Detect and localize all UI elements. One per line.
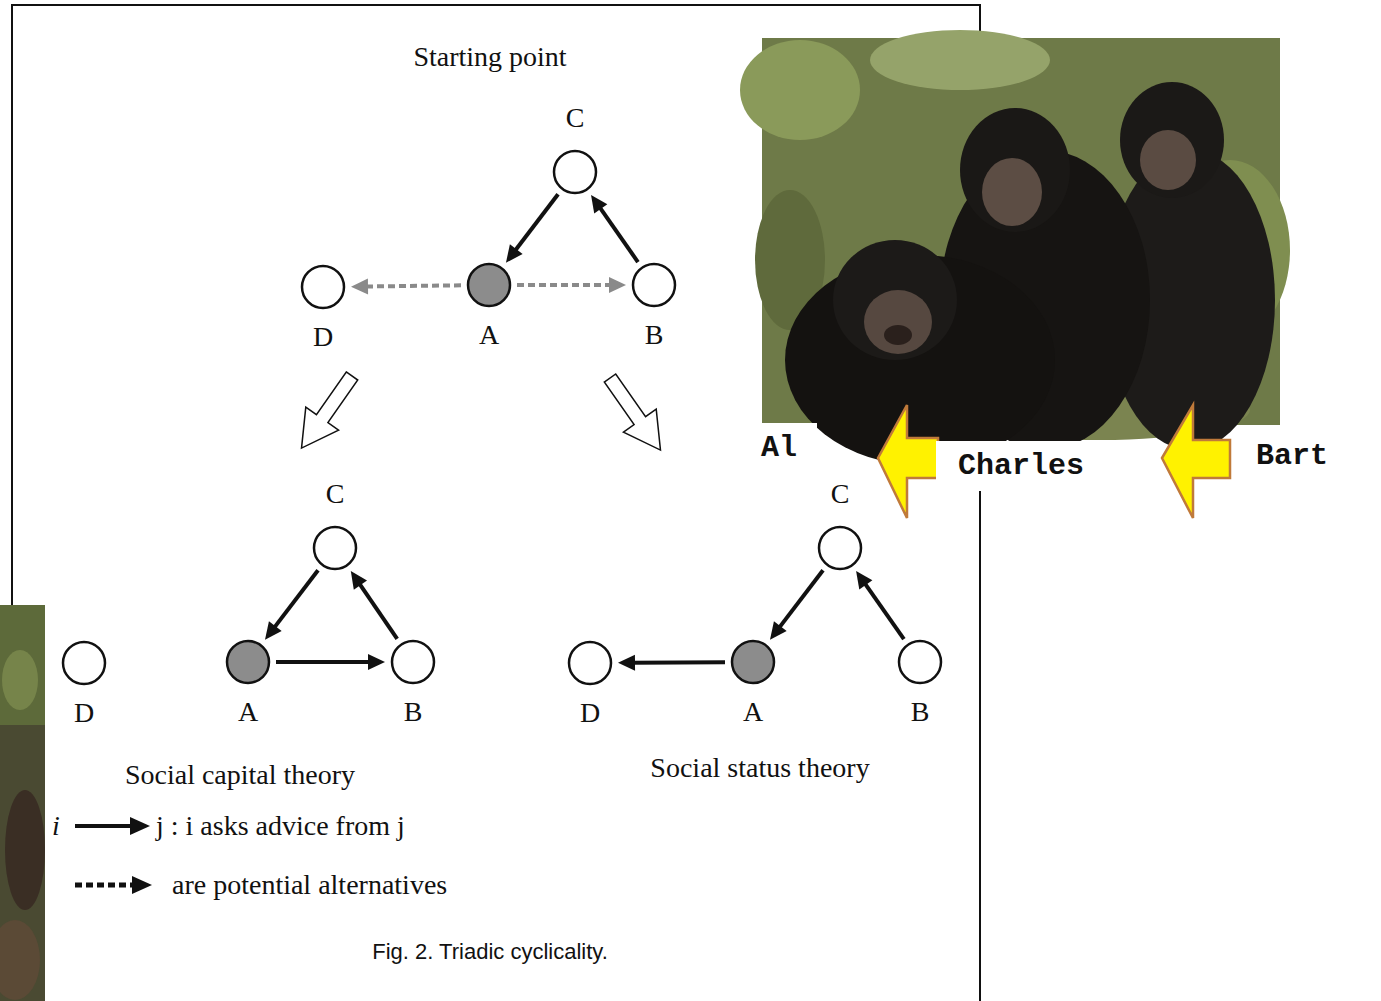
circle-shape (60, 639, 108, 687)
theory-label: Social capital theory (125, 759, 355, 791)
circle-shape (566, 639, 614, 687)
circle-shape (299, 263, 347, 311)
potential-advice-arrow (351, 278, 461, 294)
photo-strip (0, 605, 45, 1001)
node-letter: B (645, 319, 664, 351)
circle-shape (551, 148, 599, 196)
advice-arrow (265, 570, 318, 639)
actor-node: B (624, 261, 684, 351)
actor-node: B (383, 638, 443, 728)
circle-shape (630, 261, 678, 309)
legend-text: j : i asks advice from j (156, 810, 405, 842)
chimp-name: Bart (1234, 431, 1344, 481)
advice-arrow (591, 195, 638, 262)
chimp-name: Al (757, 423, 817, 473)
advice-arrow (351, 571, 397, 639)
node-letter: C (326, 478, 345, 510)
circle-shape (729, 638, 777, 686)
circle-shape (224, 638, 272, 686)
advice-arrow (856, 571, 904, 639)
pointer-arrow (1162, 405, 1230, 518)
actor-node: A (459, 261, 519, 351)
actor-node: B (890, 638, 950, 728)
node-letter: C (566, 102, 585, 134)
theory-label: Social status theory (650, 752, 869, 784)
actor-node: A (218, 638, 278, 728)
actor-node: C (810, 478, 870, 572)
node-letter: D (580, 697, 600, 729)
circle-shape (896, 638, 944, 686)
node-letter: C (831, 478, 850, 510)
advice-arrow (506, 194, 558, 262)
legend-dotted-arrow (75, 876, 152, 894)
actor-node: D (560, 639, 620, 729)
node-letter: B (911, 696, 930, 728)
advice-arrow (618, 655, 725, 671)
pointer-arrow (878, 405, 938, 518)
chimp-name: Charles (936, 441, 1098, 491)
actor-node: D (54, 639, 114, 729)
potential-advice-arrow (517, 277, 626, 293)
node-letter: A (238, 696, 258, 728)
legend-symbol: i (52, 810, 60, 842)
node-letter: A (479, 319, 499, 351)
node-letter: D (74, 697, 94, 729)
actor-node: C (305, 478, 365, 572)
actor-node: C (545, 102, 605, 196)
advice-arrow (770, 570, 823, 639)
figure-caption: Fig. 2. Triadic cyclicality. (372, 939, 608, 965)
node-letter: A (743, 696, 763, 728)
figure-heading: Starting point (413, 41, 566, 73)
circle-shape (465, 261, 513, 309)
legend-solid-arrow (75, 817, 150, 835)
node-letter: D (313, 321, 333, 353)
transition-arrow (285, 365, 368, 460)
circle-shape (311, 524, 359, 572)
actor-node: D (293, 263, 353, 353)
advice-arrow (276, 654, 385, 670)
circle-shape (389, 638, 437, 686)
legend-text: are potential alternatives (172, 869, 447, 901)
circle-shape (816, 524, 864, 572)
transition-arrow (594, 367, 677, 462)
node-letter: B (404, 696, 423, 728)
chimpanzee-photo (740, 30, 1290, 465)
actor-node: A (723, 638, 783, 728)
